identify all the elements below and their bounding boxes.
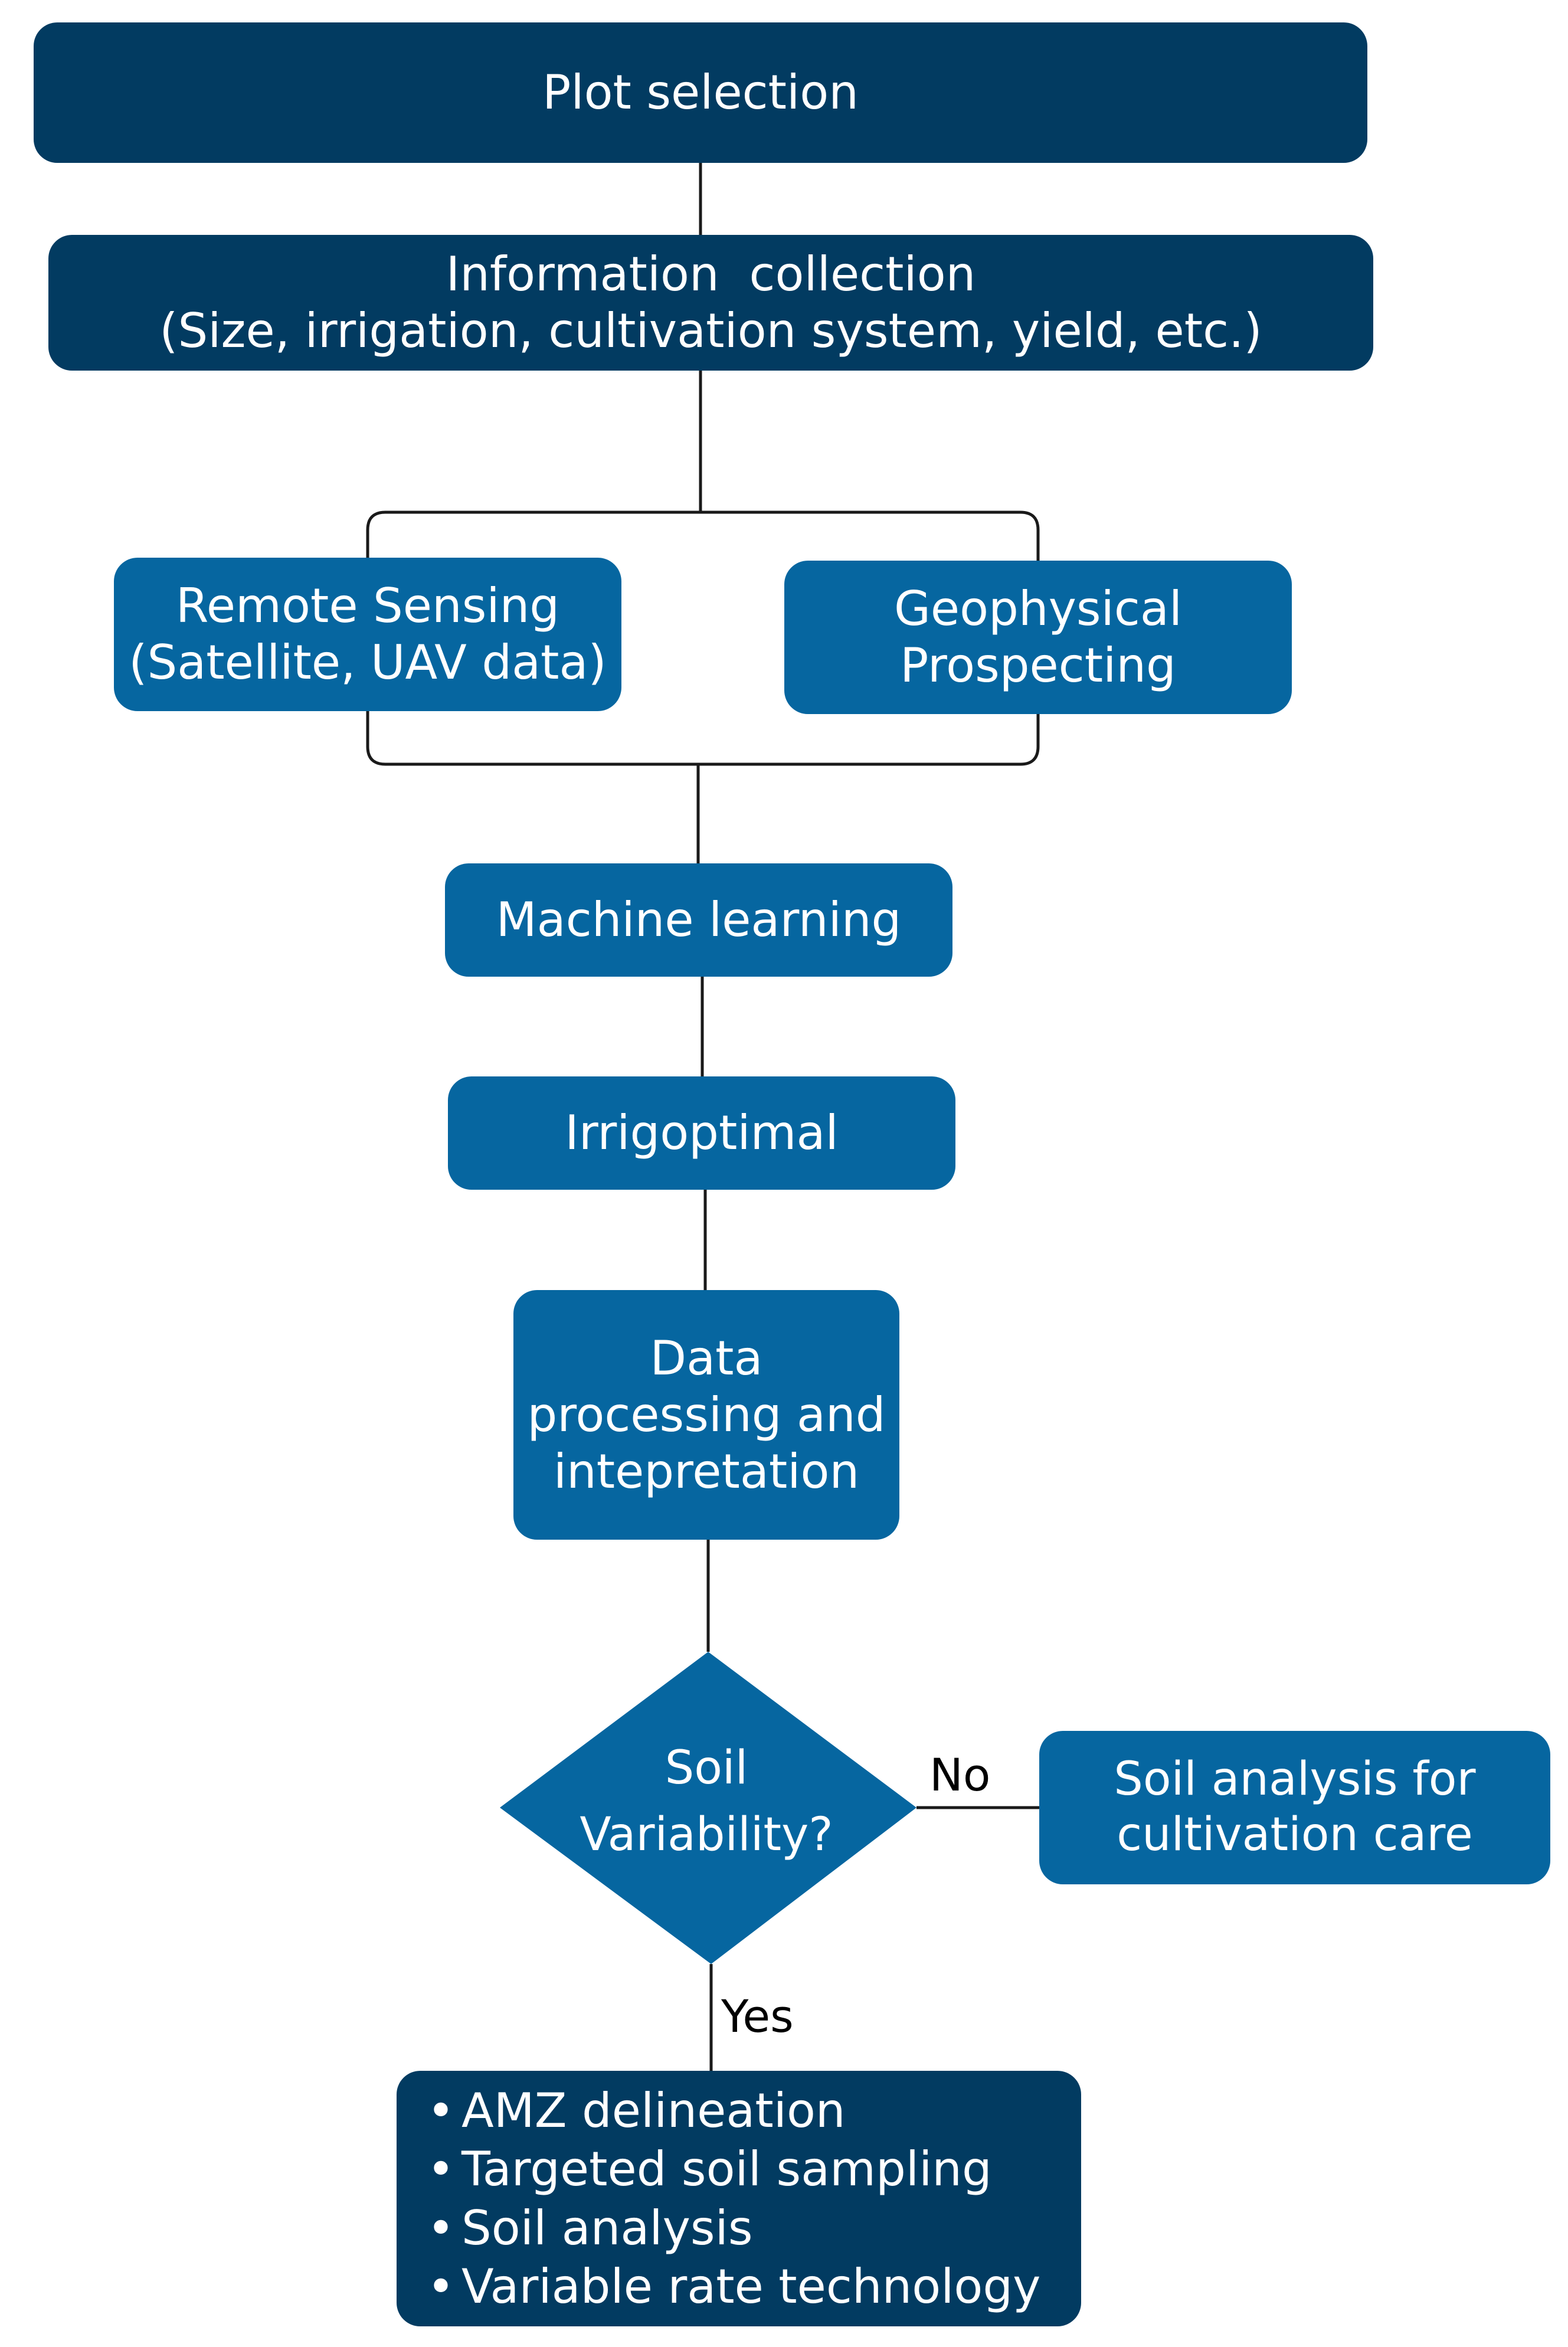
- information-collection-details: (Size, irrigation, cultivation system, y…: [159, 303, 1262, 358]
- irrigoptimal-label: Irrigoptimal: [565, 1105, 839, 1160]
- data-processing-line-2: processing and: [527, 1387, 886, 1442]
- information-collection-title: Information collection: [446, 247, 976, 302]
- soil-analysis-care-box: Soil analysis for cultivation care: [1039, 1731, 1550, 1884]
- soil-analysis-care-line-1: Soil analysis for: [1114, 1753, 1476, 1806]
- outcome-item: AMZ delineation: [420, 2081, 1040, 2140]
- decision-diamond: [500, 1652, 916, 1964]
- outcomes-list: AMZ delineation Targeted soil sampling S…: [420, 2081, 1040, 2316]
- geophysical-prospecting-box: Geophysical Prospecting: [784, 561, 1292, 714]
- no-branch-label: No: [929, 1749, 991, 1801]
- outcomes-box: AMZ delineation Targeted soil sampling S…: [397, 2071, 1081, 2326]
- geophysical-line-1: Geophysical: [893, 581, 1183, 636]
- plot-selection-label: Plot selection: [542, 65, 859, 120]
- irrigoptimal-box: Irrigoptimal: [448, 1076, 955, 1190]
- decision-line-1: Soil: [664, 1742, 748, 1795]
- decision-label: Soil Variability?: [529, 1735, 883, 1868]
- plot-selection-box: Plot selection: [34, 22, 1367, 163]
- yes-branch-label: Yes: [721, 1990, 794, 2042]
- outcome-item: Soil analysis: [420, 2199, 1040, 2257]
- machine-learning-box: Machine learning: [445, 863, 952, 977]
- remote-sensing-box: Remote Sensing (Satellite, UAV data): [114, 558, 621, 711]
- information-collection-box: Information collection (Size, irrigation…: [48, 235, 1373, 371]
- geophysical-line-2: Prospecting: [900, 638, 1176, 693]
- remote-sensing-title: Remote Sensing: [175, 578, 560, 633]
- machine-learning-label: Machine learning: [496, 892, 902, 947]
- remote-sensing-subtitle: (Satellite, UAV data): [129, 635, 607, 690]
- bracket-top: [366, 510, 1040, 561]
- outcome-item: Targeted soil sampling: [420, 2140, 1040, 2198]
- data-processing-line-3: intepretation: [553, 1443, 860, 1499]
- data-processing-line-1: Data: [650, 1330, 763, 1386]
- bracket-bottom: [366, 711, 1040, 766]
- soil-analysis-care-line-2: cultivation care: [1117, 1808, 1473, 1861]
- data-processing-box: Data processing and intepretation: [513, 1290, 899, 1540]
- decision-line-2: Variability?: [580, 1808, 833, 1862]
- outcome-item: Variable rate technology: [420, 2257, 1040, 2316]
